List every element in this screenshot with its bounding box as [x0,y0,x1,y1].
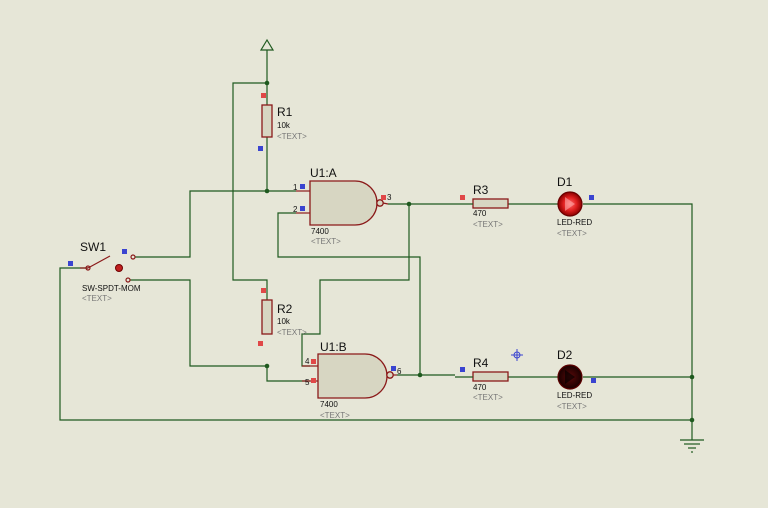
u1b-pin5-label: 5 [305,378,310,387]
d2-text: <TEXT> [557,402,587,411]
u1a-value: 7400 [311,227,329,236]
d1-text: <TEXT> [557,229,587,238]
junction-dot [689,417,695,423]
sw1-text: <TEXT> [82,294,112,303]
crosshair-cursor-icon [511,349,523,361]
nand-gate-u1a[interactable]: 1 2 3 U1:A 7400 <TEXT> [293,166,392,246]
junction-dot [406,201,412,207]
sw1-value: SW-SPDT-MOM [82,284,141,293]
u1b-pin4-label: 4 [305,357,310,366]
r3-ref: R3 [473,183,489,197]
u1a-pin1-label: 1 [293,183,298,192]
u1a-pin2-label: 2 [293,205,298,214]
power-terminal[interactable] [259,38,275,52]
r4-ref: R4 [473,356,489,370]
r4-value: 470 [473,383,487,392]
d1-value: LED-RED [557,218,592,227]
junction-dot [689,374,695,380]
r1-value: 10k [277,121,291,130]
r3-text: <TEXT> [473,220,503,229]
resistor-r3[interactable]: R3 470 <TEXT> [455,183,509,229]
d1-ref: D1 [557,175,573,189]
wire-d1-rail [583,203,693,440]
sw1-ref: SW1 [80,240,106,254]
junction-dot [264,188,270,194]
resistor-r1[interactable]: R1 10k <TEXT> [258,93,307,151]
junction-dot [417,372,423,378]
wires [59,52,693,440]
wire-sw-bottom [130,279,267,367]
r3-value: 470 [473,209,487,218]
d2-value: LED-RED [557,391,592,400]
d2-ref: D2 [557,348,573,362]
u1a-pin3-label: 3 [387,193,392,202]
u1b-pin6-label: 6 [397,367,402,376]
resistor-r2[interactable]: R2 10k <TEXT> [258,288,307,346]
u1b-ref: U1:B [320,340,347,354]
r2-text: <TEXT> [277,328,307,337]
u1b-text: <TEXT> [320,411,350,420]
wire-r2-gate-b [266,366,310,382]
ground-terminal[interactable] [680,439,704,453]
u1a-ref: U1:A [310,166,337,180]
switch-sw1[interactable]: SW1 SW-SPDT-MOM <TEXT> [68,240,141,303]
r2-value: 10k [277,317,291,326]
r1-text: <TEXT> [277,132,307,141]
switch-actuator-button[interactable] [115,264,123,272]
r2-ref: R2 [277,302,293,316]
r4-text: <TEXT> [473,393,503,402]
wire-sw-common [59,267,692,421]
junction-dot [264,363,270,369]
u1a-text: <TEXT> [311,237,341,246]
wire-sw-top-to-node [135,190,267,258]
r1-ref: R1 [277,105,293,119]
wire-power-left [232,82,268,300]
resistor-r4[interactable]: R4 470 <TEXT> [455,356,509,402]
u1b-value: 7400 [320,400,338,409]
junctions [264,80,695,423]
led-d1[interactable]: D1 LED-RED <TEXT> [557,175,594,238]
junction-dot [264,80,270,86]
led-d2[interactable]: D2 LED-RED <TEXT> [557,348,596,411]
wire-gate-a-pin2 [277,212,421,375]
nand-gate-u1b[interactable]: 4 5 6 U1:B 7400 <TEXT> [302,340,402,420]
